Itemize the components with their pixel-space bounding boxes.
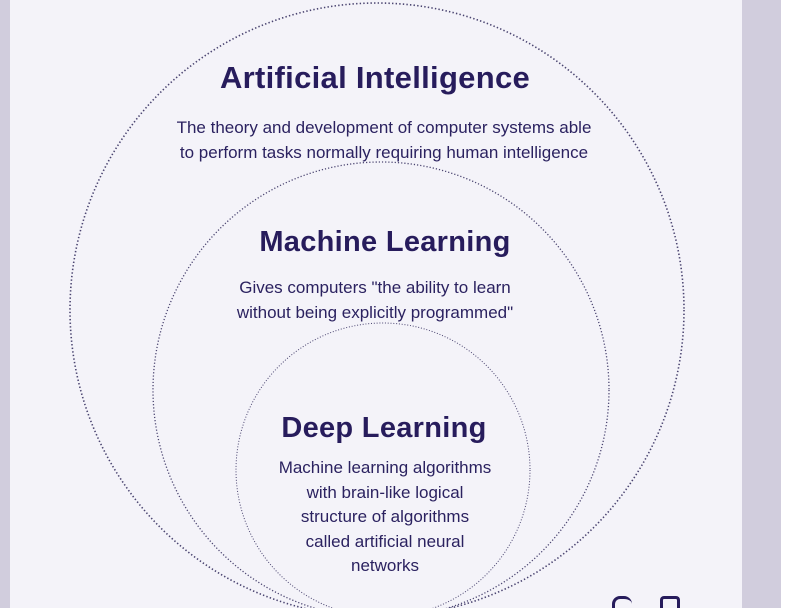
ml-circle bbox=[152, 161, 610, 608]
dl-circle bbox=[235, 322, 531, 608]
partial-logo-icon bbox=[660, 596, 680, 608]
ai-circle bbox=[69, 2, 685, 608]
ai-title: Artificial Intelligence bbox=[219, 60, 531, 95]
ml-description: Gives computers "the ability to learn wi… bbox=[236, 278, 514, 322]
ml-title: Machine Learning bbox=[259, 226, 511, 258]
dl-title: Deep Learning bbox=[281, 412, 487, 444]
dl-description: Machine learning algorithms with brain-l… bbox=[278, 458, 492, 575]
ai-description: The theory and development of computer s… bbox=[176, 118, 592, 162]
left-margin-strip bbox=[0, 0, 10, 608]
page-edge bbox=[781, 0, 800, 608]
partial-logo-icon bbox=[612, 596, 632, 608]
